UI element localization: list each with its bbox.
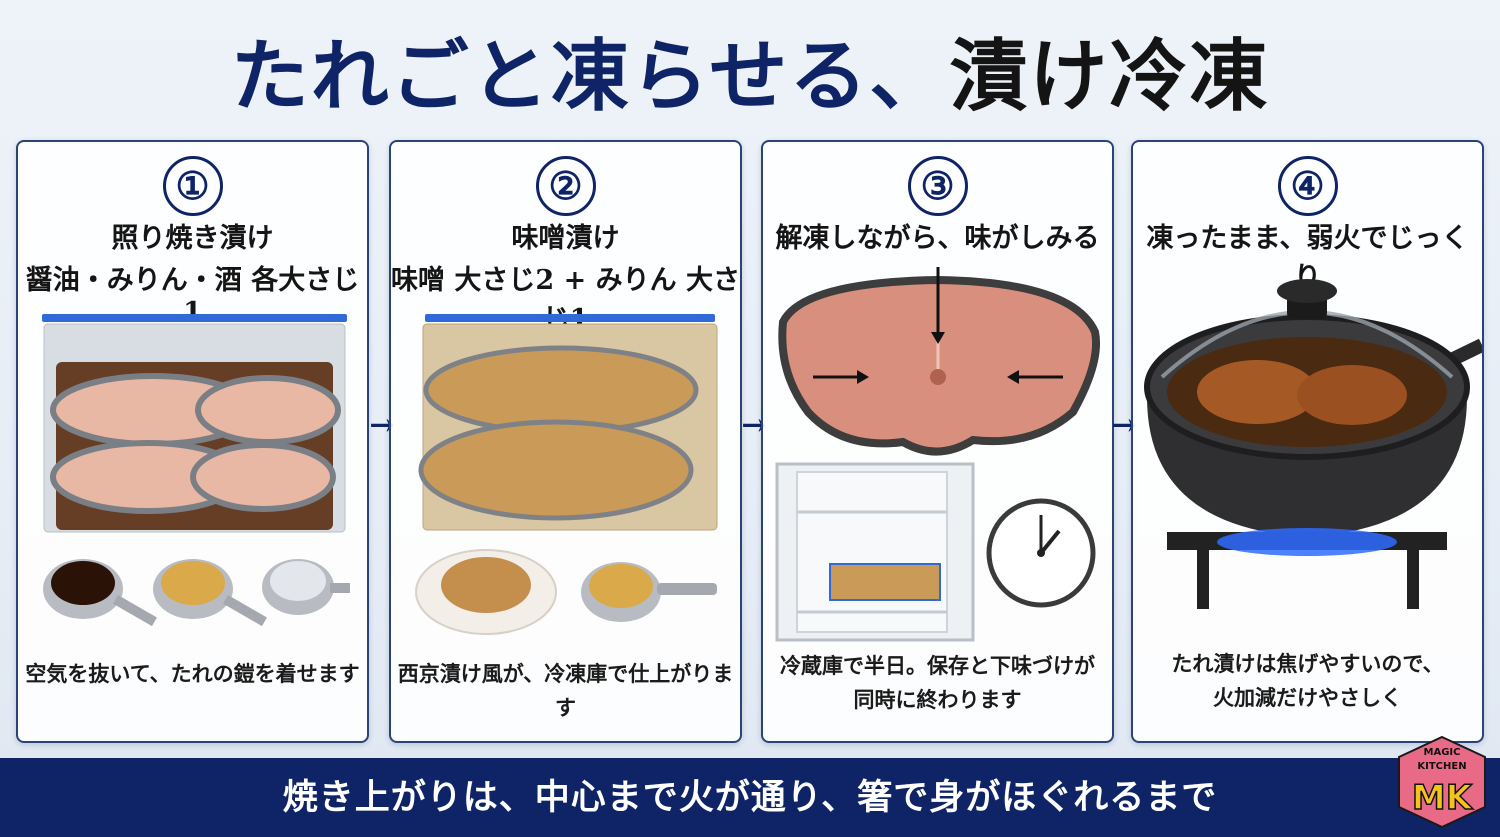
- step-panel-2: ② 味噌漬け 味噌 大さじ2 + みりん 大さじ1 西京漬け風が、冷凍庫で仕上が…: [389, 140, 742, 743]
- miso-bag-illustration: [418, 314, 718, 531]
- miso-bowl-cup-illustration: [415, 549, 717, 635]
- clock-icon: [986, 498, 1096, 608]
- frying-pan-illustration: [1144, 279, 1482, 609]
- step-3-caption-line1: 冷蔵庫で半日。保存と下味づけが: [780, 653, 1095, 678]
- refrigerator-illustration: [775, 462, 975, 642]
- step-4-caption-line2: 火加減だけやさしく: [1213, 685, 1402, 710]
- logo-letters: MK: [1412, 778, 1474, 818]
- step-number-2: ②: [535, 156, 596, 216]
- fish-steak-thawing-illustration: [778, 267, 1101, 456]
- step-3-caption-line2: 同時に終わります: [853, 687, 1022, 712]
- step-1-heading: 照り焼き漬け: [111, 223, 274, 254]
- step-panel-1: ① 照り焼き漬け 醤油・みりん・酒 各大さじ1 空気を抜いて、たれの鎧を着せます: [16, 140, 369, 743]
- step-number-1: ①: [162, 156, 223, 216]
- step-4-caption-line1: たれ漬けは焦げやすいので、: [1171, 651, 1444, 676]
- step-2-heading: 味噌漬け: [511, 223, 620, 254]
- page-title: たれごと凍らせる、漬け冷凍: [0, 22, 1500, 132]
- logo-line1: MAGIC: [1424, 747, 1461, 758]
- step-2-caption: 西京漬け風が、冷凍庫で仕上がります: [397, 661, 734, 720]
- step-3-heading: 解凍しながら、味がしみる: [775, 223, 1100, 254]
- magic-kitchen-logo: MAGIC KITCHEN MK: [1398, 735, 1486, 829]
- step-number-3: ③: [907, 156, 968, 216]
- title-part2: 漬け冷凍: [949, 31, 1270, 122]
- logo-line2: KITCHEN: [1417, 761, 1466, 772]
- teriyaki-bag-illustration: [42, 314, 347, 533]
- step-panel-4: ④ 凍ったまま、弱火でじっくり たれ漬けは焦げやすいので、 火加減だけやさしく: [1131, 140, 1484, 743]
- measuring-cups-illustration: [43, 559, 350, 627]
- title-part1: たれごと凍らせる、: [230, 31, 950, 122]
- step-number-4: ④: [1277, 156, 1338, 216]
- footer-banner: 焼き上がりは、中心まで火が通り、箸で身がほぐれるまで: [0, 758, 1500, 837]
- step-panel-3: ③ 解凍しながら、味がしみる 冷蔵庫で半日。保存と下味づけが 同時に終わります: [761, 140, 1114, 743]
- step-1-caption: 空気を抜いて、たれの鎧を着せます: [25, 661, 360, 686]
